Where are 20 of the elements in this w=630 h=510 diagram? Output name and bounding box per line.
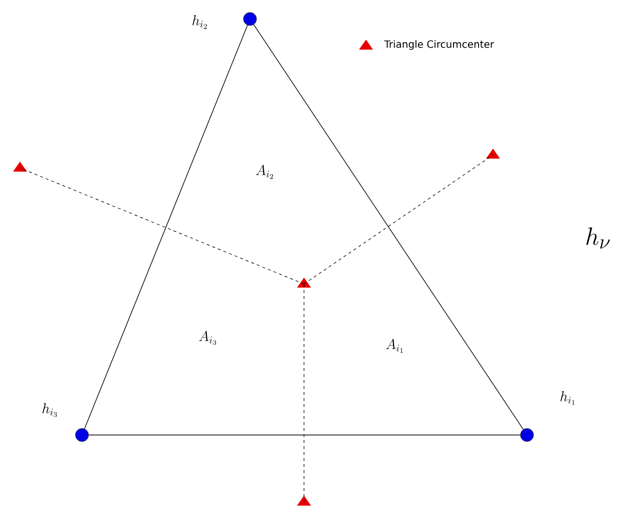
vertex-label: $h_{i_3}$ xyxy=(42,403,57,417)
vertex-label: $h_{i_1}$ xyxy=(560,391,575,405)
vertex-dot xyxy=(75,428,89,442)
vertex-label: $h_{i_2}$ xyxy=(192,15,207,29)
circumcenter-marker xyxy=(297,278,311,288)
dashed-line xyxy=(20,168,304,284)
area-label: $A_{i_3}$ xyxy=(199,330,216,345)
triangle-side xyxy=(88,434,521,436)
legend-text: Triangle Circumcenter xyxy=(384,40,494,50)
triangle-side xyxy=(253,24,524,430)
area-label: $A_{i_2}$ xyxy=(256,164,274,179)
circumcenter-marker xyxy=(297,496,311,506)
circumcenter-marker xyxy=(13,162,27,172)
set-label: $h_\nu$ xyxy=(586,228,610,248)
triangle-side xyxy=(84,24,248,430)
circumcenter-marker xyxy=(486,148,500,159)
area-label: $A_{i_1}$ xyxy=(386,338,403,353)
dashed-line xyxy=(304,154,494,284)
vertex-dot xyxy=(243,12,257,26)
vertex-dot xyxy=(520,428,534,442)
